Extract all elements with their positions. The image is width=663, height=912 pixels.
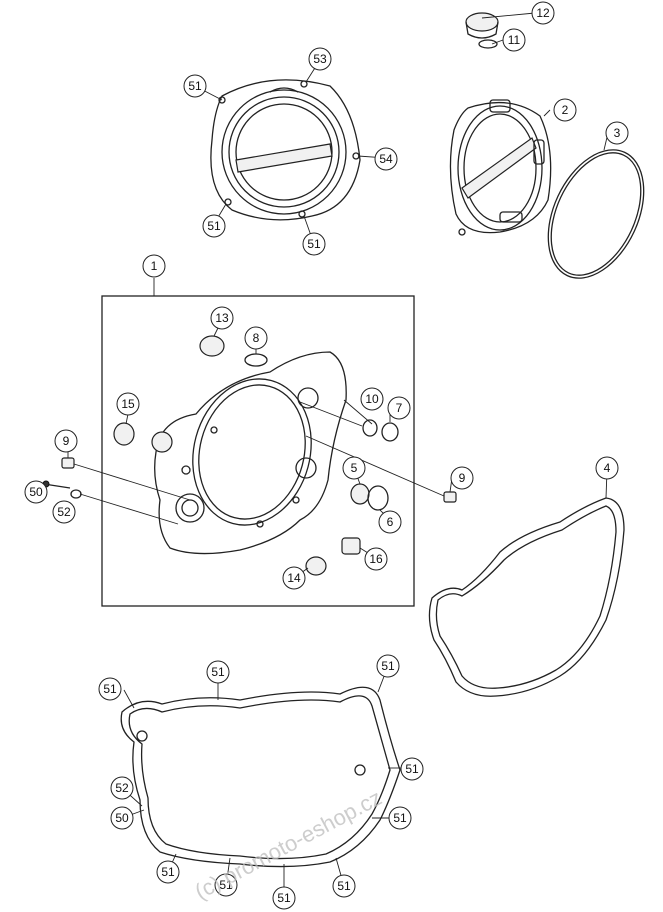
callout-51: 51 [332, 874, 356, 898]
callout-51: 51 [202, 214, 226, 238]
svg-text:51: 51 [393, 811, 407, 825]
callout-8: 8 [244, 326, 268, 350]
svg-text:52: 52 [57, 505, 71, 519]
callout-51: 51 [98, 677, 122, 701]
svg-text:51: 51 [161, 865, 175, 879]
washer-52-part [70, 489, 82, 499]
seal-14-part [305, 556, 327, 576]
o-ring-10-part [362, 419, 378, 437]
svg-text:15: 15 [121, 397, 135, 411]
svg-text:12: 12 [536, 6, 550, 20]
svg-text:51: 51 [103, 682, 117, 696]
callout-51: 51 [272, 886, 296, 910]
callout-12: 12 [531, 1, 555, 25]
svg-text:51: 51 [405, 762, 419, 776]
callout-11: 11 [502, 28, 526, 52]
callout-50: 50 [110, 806, 134, 830]
svg-text:13: 13 [215, 311, 229, 325]
svg-text:51: 51 [381, 659, 395, 673]
bearing-16-part [341, 537, 361, 555]
callout-1: 1 [142, 254, 166, 278]
svg-text:51: 51 [219, 878, 233, 892]
callout-10: 10 [360, 387, 384, 411]
svg-text:51: 51 [307, 237, 321, 251]
watermark-text: (c) promoto-eshop.cz [191, 785, 386, 905]
svg-text:2: 2 [562, 103, 569, 117]
svg-text:16: 16 [369, 552, 383, 566]
callout-9: 9 [450, 466, 474, 490]
callout-2: 2 [553, 98, 577, 122]
callout-51: 51 [183, 74, 207, 98]
svg-text:54: 54 [379, 152, 393, 166]
svg-text:9: 9 [459, 471, 466, 485]
o-ring-part [547, 149, 645, 279]
callout-51: 51 [376, 654, 400, 678]
svg-text:51: 51 [207, 219, 221, 233]
clutch-cover-main-part [151, 351, 347, 555]
callout-14: 14 [282, 566, 306, 590]
callout-51: 51 [302, 232, 326, 256]
assembly-box [101, 295, 415, 607]
svg-text:11: 11 [508, 33, 521, 47]
callout-16: 16 [364, 547, 388, 571]
callout-52: 52 [52, 500, 76, 524]
svg-text:53: 53 [313, 52, 327, 66]
callout-54: 54 [374, 147, 398, 171]
svg-text:1: 1 [151, 259, 158, 273]
o-ring-6-part [367, 485, 389, 511]
svg-text:10: 10 [365, 392, 379, 406]
svg-text:51: 51 [277, 891, 291, 905]
callout-4: 4 [595, 456, 619, 480]
svg-text:7: 7 [396, 401, 403, 415]
seal-5-part [350, 483, 370, 505]
callout-9: 9 [54, 429, 78, 453]
callout-3: 3 [605, 121, 629, 145]
dowel-9-left-part [61, 457, 75, 469]
callout-5: 5 [342, 456, 366, 480]
dowel-9-right-part [443, 491, 457, 503]
outer-gasket-part [428, 497, 625, 697]
svg-text:50: 50 [115, 811, 129, 825]
callout-53: 53 [308, 47, 332, 71]
svg-text:51: 51 [211, 665, 225, 679]
callout-51: 51 [214, 873, 238, 897]
callout-7: 7 [387, 396, 411, 420]
o-ring-7-part [381, 422, 399, 442]
svg-text:52: 52 [115, 781, 129, 795]
svg-text:51: 51 [337, 879, 351, 893]
callout-51: 51 [206, 660, 230, 684]
inner-gasket-part [120, 686, 401, 868]
callout-6: 6 [378, 510, 402, 534]
callout-13: 13 [210, 306, 234, 330]
seal-15-part [113, 422, 135, 446]
svg-text:50: 50 [29, 485, 43, 499]
callout-15: 15 [116, 392, 140, 416]
svg-text:8: 8 [253, 331, 260, 345]
outer-clutch-cover-part [210, 79, 361, 221]
svg-text:51: 51 [188, 79, 202, 93]
svg-text:9: 9 [63, 434, 70, 448]
callout-50: 50 [24, 480, 48, 504]
inspection-cover-part [449, 99, 552, 236]
callout-52: 52 [110, 776, 134, 800]
svg-text:3: 3 [614, 126, 621, 140]
o-ring-8-part [244, 353, 268, 367]
seal-13-part [199, 335, 225, 357]
callout-51: 51 [400, 757, 424, 781]
svg-text:6: 6 [387, 515, 394, 529]
svg-text:14: 14 [287, 571, 301, 585]
oil-filler-plug-part [465, 12, 499, 49]
callout-51: 51 [388, 806, 412, 830]
svg-text:4: 4 [604, 461, 611, 475]
callout-51: 51 [156, 860, 180, 884]
svg-text:5: 5 [351, 461, 358, 475]
